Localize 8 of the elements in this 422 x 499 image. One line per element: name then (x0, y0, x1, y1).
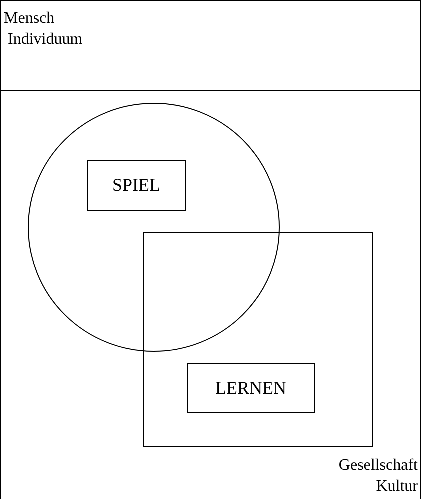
circle-shape (28, 103, 280, 352)
lower-panel (0, 90, 421, 499)
header-band (0, 0, 421, 91)
group-label: Gesellschaft Kultur (338, 456, 418, 497)
spiel-box: SPIEL (87, 160, 186, 211)
lernen-box: LERNEN (187, 363, 315, 413)
square-shape (143, 232, 373, 447)
group-label: Mensch Individuum (4, 9, 84, 50)
